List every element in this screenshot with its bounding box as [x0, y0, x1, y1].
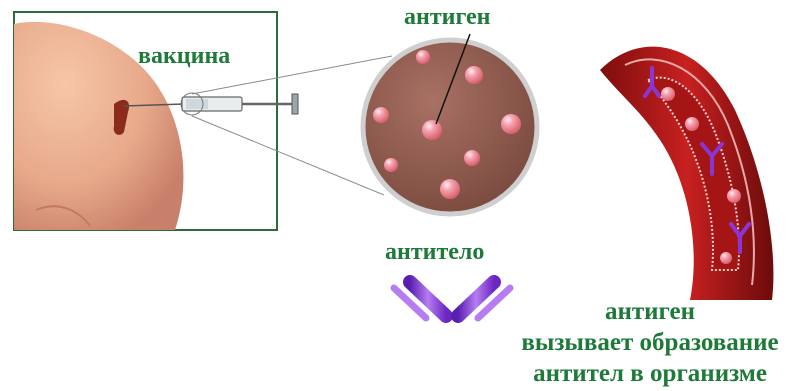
vaccine-label: вакцина — [138, 44, 230, 68]
antigen-particle — [416, 50, 430, 64]
magnified-antigen-view — [363, 34, 537, 214]
antigen-particle — [373, 107, 389, 123]
antigen-particle — [465, 66, 483, 84]
antigen-particle — [422, 120, 442, 140]
antibody-label: антитело — [385, 240, 484, 264]
antibody-icon — [394, 282, 510, 382]
caption-line-2: вызывает образование — [500, 327, 800, 358]
antigen-particle — [685, 117, 699, 131]
antigen-particle — [727, 189, 741, 203]
antigen-particle — [501, 114, 521, 134]
antigen-particle — [440, 179, 460, 199]
antigen-particle — [720, 252, 732, 264]
blood-vessel — [600, 47, 773, 300]
antigen-particle — [661, 87, 675, 101]
caption-line-3: антител в организме — [500, 358, 800, 389]
antigen-label: антиген — [404, 5, 491, 29]
antigen-particle — [384, 158, 398, 172]
caption-line-1: антиген — [500, 296, 800, 327]
antigen-particle — [464, 150, 480, 166]
caption: антиген вызывает образование антител в о… — [500, 296, 800, 389]
